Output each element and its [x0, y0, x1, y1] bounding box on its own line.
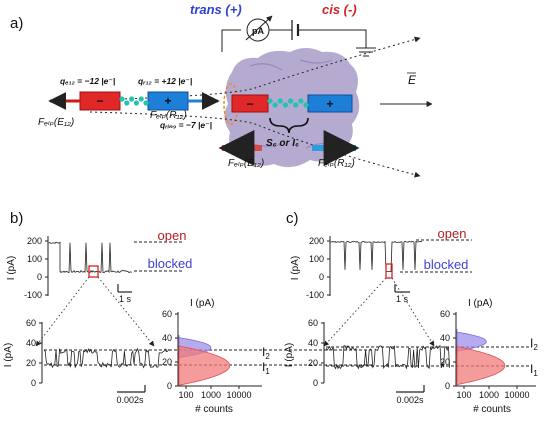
ammeter-label: pA [252, 26, 264, 36]
b-hist-xtick: 10000 [226, 390, 251, 400]
b-hist-ytick: 40 [162, 333, 172, 343]
r12-sign: + [164, 94, 171, 108]
b-hist-xlabel: # counts [195, 404, 233, 415]
linker-bead [287, 98, 294, 104]
linker-bead [143, 100, 149, 106]
panel-c-label: c) [286, 210, 299, 227]
b-i2-label: I2 [262, 345, 270, 361]
e12-sign-pore: − [246, 97, 253, 111]
cis-label: cis (-) [322, 2, 357, 17]
f-r12-label-pore: Fₑₗₚ(R₁₂) [318, 158, 355, 169]
c-ytick: 100 [309, 254, 324, 264]
s6-brace [269, 117, 309, 134]
linker-bead [119, 96, 125, 102]
b-i1-label: I1 [262, 360, 270, 376]
b-hist-xtick: 1000 [201, 390, 221, 400]
c-zoom-ylabel: I (pA) [284, 343, 295, 367]
c-hist-ytick: 40 [440, 333, 450, 343]
b-hist-ytick: 20 [162, 357, 172, 367]
panel-b: b) 200 100 0 -100 I (pA) open blocked 1 … [3, 210, 372, 415]
f-e12-label-pore: Fₑₗₚ(E₁₂) [228, 158, 264, 169]
c-top-trace [330, 240, 423, 272]
c-ytick: 0 [319, 272, 324, 282]
c-i2-label: I2 [530, 336, 538, 352]
field-label: E [408, 73, 417, 87]
c-scale-zoom: 0.002s [396, 395, 424, 405]
b-hist-ytick: 0 [167, 381, 172, 391]
b-ytick: 200 [27, 236, 42, 246]
c-ylabel: I (pA) [290, 256, 301, 280]
b-zoom-ytick: 60 [26, 318, 36, 328]
c-ytick: -100 [306, 290, 324, 300]
c-hist-ylabel: I (pA) [468, 298, 492, 309]
construct-in-pore: − + S₆ or I₆ Fₑₗₚ(E₁₂) Fₑₗₚ(R₁₂) [218, 94, 360, 169]
c-zoom-ytick: 20 [308, 358, 318, 368]
b-zoom-ytick: 0 [31, 378, 36, 388]
c-i1-label: I1 [530, 362, 538, 378]
circuit: pA trans (+) cis (-) [190, 2, 376, 57]
q-r12-label: qᵣ₁₂ = +12 |e⁻| [138, 76, 192, 86]
b-open-label: open [158, 228, 187, 243]
b-scale-top: 1 s [119, 294, 132, 304]
c-hist-ytick: 0 [445, 381, 450, 391]
panel-a: a) pA trans (+) cis (-) E [10, 2, 433, 178]
c-hist-ytick: 20 [440, 357, 450, 367]
e12-sign: − [96, 94, 103, 108]
b-zoom-ytick: 40 [26, 338, 36, 348]
b-hist-i1 [178, 345, 231, 386]
linker-bead [267, 98, 273, 104]
linker-bead [124, 100, 130, 106]
b-hist-ytick: 60 [162, 309, 172, 319]
linker-bead [293, 102, 299, 108]
linker-bead [277, 98, 283, 104]
b-ytick: 0 [37, 272, 42, 282]
linker-bead [272, 102, 278, 108]
linker-bead [133, 100, 139, 106]
b-zoom-ytick: 20 [26, 358, 36, 368]
r12-sign-pore: + [326, 97, 333, 111]
b-ytick: -100 [24, 290, 42, 300]
s6-label: S₆ or I₆ [266, 138, 299, 149]
c-hist-ytick: 60 [440, 309, 450, 319]
linker-bead [129, 96, 135, 102]
b-scale-zoom: 0.002s [116, 395, 144, 405]
c-open-label: open [438, 226, 467, 241]
e12-segment-pore [231, 94, 269, 113]
q-ring-label: qᵣᵢₙ₉ = −7 |e⁻| [160, 120, 212, 130]
c-zoom-ytick: 0 [313, 378, 318, 388]
c-zoom-ytick: 60 [308, 318, 318, 328]
b-zoom-ylabel: I (pA) [3, 343, 14, 367]
panel-c: c) 200 100 0 -100 I (pA) open blocked 1 … [284, 210, 538, 415]
c-zoom-ytick: 40 [308, 338, 318, 348]
panel-b-label: b) [10, 210, 23, 227]
b-hist-ylabel: I (pA) [190, 298, 214, 309]
c-hist-xtick: 1000 [479, 390, 499, 400]
c-ytick: 200 [309, 236, 324, 246]
b-ylabel: I (pA) [6, 256, 17, 280]
c-hist-xtick: 10000 [504, 390, 529, 400]
panel-a-label: a) [10, 15, 23, 32]
linker-bead [298, 98, 304, 104]
trans-label: trans (+) [190, 2, 242, 17]
b-top-trace [48, 241, 133, 274]
b-zoom-box [88, 265, 99, 278]
f-r12-label-free: Fₑₗₚ(R₁₂) [150, 110, 187, 121]
b-blocked-label: blocked [148, 256, 193, 271]
c-hist-xtick: 100 [456, 390, 471, 400]
q-e12-label: qₑ₁₂ = −12 |e⁻| [60, 76, 115, 86]
c-hist-i1 [456, 345, 506, 386]
linker-bead [138, 96, 144, 102]
c-hist-xlabel: # counts [473, 404, 511, 415]
c-blocked-label: blocked [424, 257, 469, 272]
linker-bead [303, 102, 309, 108]
f-e12-label: Fₑₗₚ(E₁₂) [38, 117, 74, 128]
c-zoom-box [385, 263, 393, 279]
construct-free: − + qₑ₁₂ = −12 |e⁻| qᵣ₁₂ = +12 |e⁻| Fₑₗₚ… [38, 76, 220, 130]
b-hist-xtick: 100 [178, 390, 193, 400]
b-ytick: 100 [27, 254, 42, 264]
linker-bead [282, 102, 289, 108]
c-scale-top: 1 s [396, 294, 409, 304]
b-top-yticks: 200 100 0 -100 [24, 236, 48, 300]
